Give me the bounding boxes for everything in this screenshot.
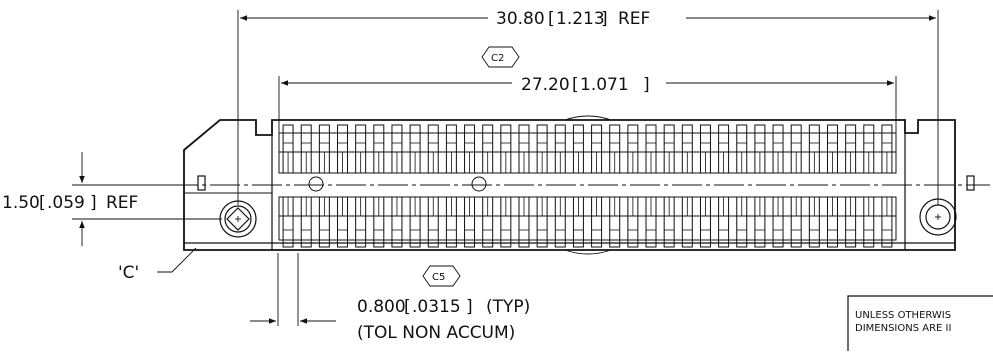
top-arc	[564, 115, 612, 121]
offset-value: 1.50	[2, 193, 40, 213]
pitch-value: 0.800	[357, 297, 406, 317]
pitch-bracket-close: ]	[466, 297, 473, 317]
overall-value: 30.80	[496, 9, 545, 29]
alignment-post	[471, 176, 487, 192]
pitch-alt-value: .0315	[412, 297, 461, 317]
overall-suffix: REF	[618, 9, 650, 29]
title-block-line2: DIMENSIONS ARE II	[855, 323, 951, 334]
offset-suffix: REF	[106, 193, 138, 213]
connector-body	[183, 115, 975, 255]
revision-tag-c5: C5	[422, 265, 461, 287]
hole-left-key	[226, 207, 250, 231]
right-slot	[966, 175, 975, 191]
offset-alt-value: .059	[47, 193, 85, 213]
overall-alt-bracket-open: [	[548, 9, 555, 29]
pitch-note: (TOL NON ACCUM)	[357, 323, 515, 343]
offset-bracket-open: [	[39, 193, 46, 213]
pin-field-alt-value: 1.071	[580, 75, 629, 95]
mounting-hole-right	[919, 198, 957, 236]
title-block-border	[847, 295, 993, 351]
hexagon-icon	[481, 46, 520, 68]
hexagon-icon	[422, 265, 461, 287]
hole-left-inner	[224, 205, 252, 233]
bottom-row-band	[278, 196, 897, 241]
revision-tag-c2-label: C2	[491, 53, 504, 64]
revision-tag-c2: C2	[481, 46, 520, 68]
overall-alt-bracket-close: ]	[601, 9, 608, 29]
offset-dimension: 1.50 [ .059 ] REF	[2, 152, 222, 246]
top-row-band	[278, 132, 897, 174]
pin-field-dimension: 27.20 [ 1.071 ]	[278, 75, 897, 140]
pitch-bracket-open: [	[404, 297, 411, 317]
hole-right-inner	[925, 204, 951, 230]
bottom-arc	[564, 249, 612, 255]
hole-right-outer	[919, 198, 957, 236]
pitch-dimension: 0.800 [ .0315 ] (TYP) (TOL NON ACCUM)	[250, 253, 530, 343]
pin-field-bracket-close: ]	[643, 75, 650, 95]
title-block-line1: UNLESS OTHERWIS	[855, 310, 951, 321]
pin-field-value: 27.20	[521, 75, 570, 95]
revision-tag-c5-label: C5	[432, 272, 445, 283]
overall-dimension: 30.80 [ 1.213 ] REF	[237, 9, 939, 205]
callout-c: 'C'	[118, 247, 197, 283]
mounting-hole-left	[219, 200, 257, 238]
alignment-post	[308, 176, 324, 192]
pin-field	[278, 124, 897, 248]
left-slot	[197, 175, 206, 191]
overall-alt-value: 1.213	[556, 9, 605, 29]
pitch-suffix: (TYP)	[486, 297, 530, 317]
offset-bracket-close: ]	[90, 193, 97, 213]
callout-c-label: 'C'	[118, 263, 139, 283]
pin-field-bracket-open: [	[572, 75, 579, 95]
callout-c-leader	[157, 247, 197, 273]
title-block: UNLESS OTHERWIS DIMENSIONS ARE II	[847, 295, 993, 351]
